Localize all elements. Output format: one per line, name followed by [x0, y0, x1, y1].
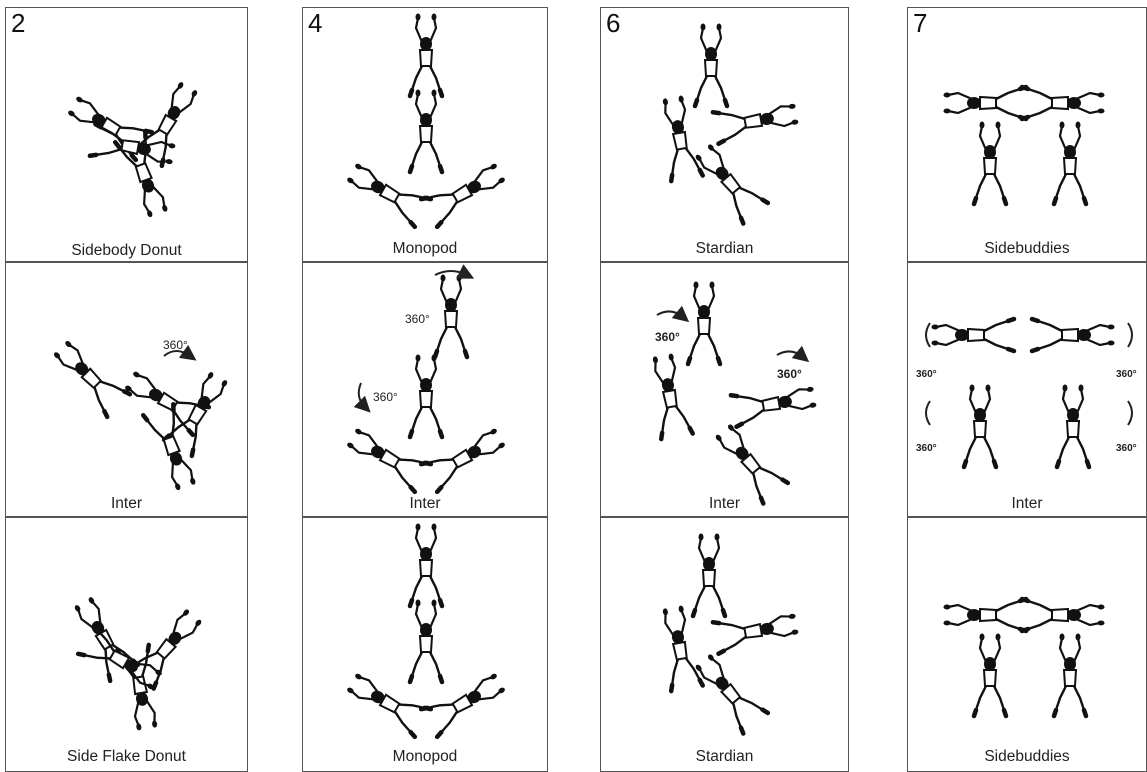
cell-2-bot: Side Flake Donut	[5, 517, 248, 772]
cell-4-top: 4 Monopod	[302, 7, 548, 262]
diagram-side-flake-donut	[6, 518, 248, 772]
skydiver-figure	[49, 336, 130, 417]
diagram-sidebody-donut	[6, 8, 248, 262]
skydiver-figure	[78, 626, 165, 695]
rotation-annotation: 360°	[1116, 369, 1137, 380]
rotation-annotation: 360°	[777, 367, 802, 381]
column-number: 7	[913, 8, 928, 38]
skydiver-figure	[343, 668, 430, 737]
skydiver-figure	[435, 275, 467, 358]
skydiver-figure	[343, 158, 430, 227]
rotate-arrow-icon	[656, 305, 690, 323]
diagram-inter-6: 360° 360°	[601, 263, 849, 517]
formation-label: Side Flake Donut	[67, 748, 186, 765]
skydiver-figure	[410, 355, 442, 438]
rotate-arrow-icon	[776, 345, 810, 363]
cell-4-bot: Monopod	[302, 517, 548, 772]
column-4: 4 Monopod 360° 360° Inter Monopod	[302, 7, 548, 772]
rotate-arrow-icon	[925, 400, 931, 426]
diagram-stardian	[601, 8, 849, 262]
formation-label: Sidebody Donut	[71, 242, 182, 259]
diagram-inter-7: 360° 360° 360° 360°	[916, 263, 1137, 517]
diagram-inter-2: 360°	[6, 263, 248, 517]
skydiver-figure	[410, 14, 442, 97]
cell-6-top: 6 Stardian	[600, 7, 849, 262]
skydiver-figure	[410, 90, 442, 173]
formation-label: Monopod	[392, 748, 458, 765]
column-7: 7 Sidebuddies 360° 360° 360° 360° Inter	[907, 7, 1147, 772]
formation-label: Sidebuddies	[984, 240, 1070, 257]
rotation-annotation: 360°	[373, 390, 398, 404]
column-number: 6	[606, 8, 621, 38]
diagram-stardian-final	[601, 518, 849, 772]
skydiver-figure	[688, 282, 720, 365]
rotate-arrow-icon	[1127, 400, 1133, 426]
skydiver-figure	[1054, 122, 1086, 205]
rotate-arrow-icon	[1127, 322, 1133, 348]
rotation-annotation: 360°	[163, 338, 188, 352]
formation-label: Stardian	[695, 240, 754, 257]
column-number: 2	[11, 8, 26, 38]
rotate-arrow-icon	[434, 264, 475, 279]
skydiver-figure	[731, 381, 818, 427]
rotation-annotation: 360°	[1116, 443, 1137, 454]
cell-6-mid: 360° 360° Inter	[600, 262, 849, 517]
skydiver-figure	[410, 524, 442, 607]
skydiver-figure	[657, 604, 703, 691]
column-number: 4	[308, 8, 323, 38]
cell-7-mid: 360° 360° 360° 360° Inter	[907, 262, 1147, 517]
cell-2-mid: 360° Inter	[5, 262, 248, 517]
diagram-monopod	[303, 8, 548, 262]
cell-6-bot: Stardian	[600, 517, 849, 772]
skydiver-figure	[1054, 634, 1086, 717]
skydiver-figure	[410, 600, 442, 683]
diagram-sidebuddies-final	[908, 518, 1147, 772]
skydiver-figure	[710, 420, 788, 504]
skydiver-figure	[964, 385, 996, 468]
rotate-arrow-icon	[925, 322, 931, 348]
skydiver-figure	[1022, 87, 1105, 119]
skydiver-figure	[421, 668, 508, 737]
skydiver-figure	[343, 423, 430, 492]
diagram-inter-4: 360° 360°	[303, 264, 548, 517]
rotation-annotation: 360°	[655, 330, 680, 344]
formation-label: Monopod	[392, 240, 458, 257]
formation-label: Sidebuddies	[984, 748, 1070, 765]
formation-label: Inter	[409, 495, 441, 512]
diagram-sidebuddies	[908, 8, 1147, 262]
rotation-annotation: 360°	[916, 443, 937, 454]
formation-label: Inter	[708, 495, 740, 512]
skydiver-figure	[932, 319, 1015, 351]
skydiver-figure	[1032, 319, 1115, 351]
formation-label: Inter	[110, 495, 142, 512]
rotate-arrow-icon	[163, 344, 197, 361]
skydiver-figure	[944, 599, 1027, 631]
diagram-monopod-final	[303, 518, 548, 772]
rotation-annotation: 360°	[405, 312, 430, 326]
cell-2-top: 2 Sidebody Donut	[5, 7, 248, 262]
skydiver-figure	[690, 140, 768, 224]
skydiver-figure	[695, 24, 727, 107]
skydiver-figure	[421, 158, 508, 227]
column-6: 6 Stardian 360° 360° Inter Stardian	[600, 7, 849, 772]
skydiver-figure	[1022, 599, 1105, 631]
skydiver-figure	[693, 534, 725, 617]
skydiver-figure	[690, 650, 768, 734]
rotation-annotation: 360°	[916, 369, 937, 380]
skydiver-figure	[421, 423, 508, 492]
cell-4-mid: 360° 360° Inter	[302, 262, 548, 517]
skydiver-figure	[647, 352, 693, 439]
rotate-arrow-icon	[353, 382, 371, 413]
cell-7-top: 7 Sidebuddies	[907, 7, 1147, 262]
skydiver-figure	[974, 122, 1006, 205]
formation-label: Stardian	[695, 748, 754, 765]
skydiver-figure	[1057, 385, 1089, 468]
cell-7-bot: Sidebuddies	[907, 517, 1147, 772]
formation-label: Inter	[1011, 495, 1043, 512]
skydiver-figure	[944, 87, 1027, 119]
skydiver-figure	[974, 634, 1006, 717]
column-2: 2 Sidebody Donut 360° Inter Side Flake D…	[5, 7, 248, 772]
